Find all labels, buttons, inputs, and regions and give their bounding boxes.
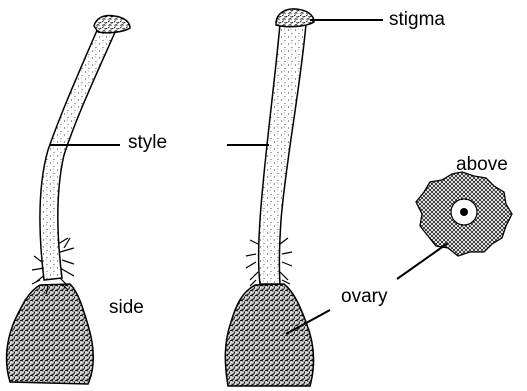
side-ovary-shape [7, 284, 94, 384]
side-style-shape [40, 28, 116, 280]
front-style-shape [259, 24, 307, 284]
style-label: style [128, 132, 167, 154]
leader-lines [50, 20, 448, 334]
front-stigma-shape [276, 9, 314, 27]
ovary-label: ovary [341, 286, 387, 308]
above-view-stigma [416, 172, 512, 256]
above-label: above [456, 154, 508, 176]
side-view-pistil [7, 15, 130, 384]
stigma-label: stigma [389, 9, 445, 31]
side-stigma-shape [94, 15, 130, 32]
side-label: side [109, 297, 144, 319]
ovary-leader-above [397, 243, 448, 279]
front-view-pistil [225, 9, 314, 386]
front-ovary-shape [225, 284, 313, 386]
above-center [460, 208, 468, 216]
